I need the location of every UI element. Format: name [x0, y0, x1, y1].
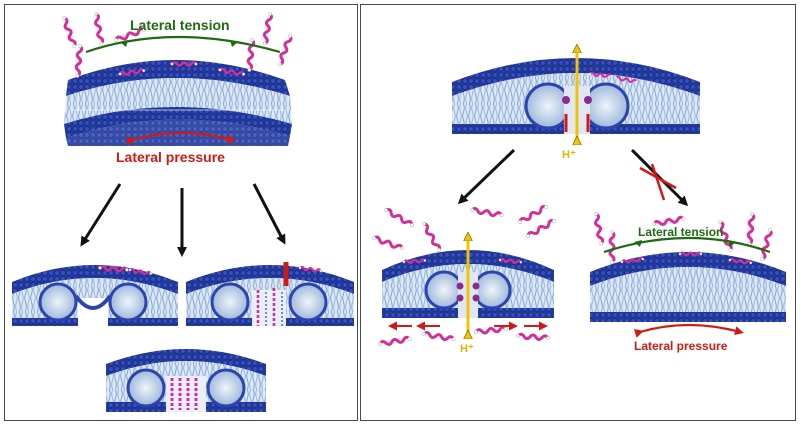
tension-arrowhead — [634, 240, 642, 247]
lateral-pressure-arrow-right — [633, 323, 744, 338]
branch-arrows-left — [80, 183, 286, 257]
membrane-pore-1 — [12, 264, 178, 326]
tension-arrowhead — [728, 240, 736, 247]
lateral-pressure-label-right: Lateral pressure — [634, 339, 728, 353]
proton-label-bottom: H⁺ — [460, 343, 474, 355]
membrane-tension-right — [590, 251, 786, 322]
lateral-tension-label-right: Lateral tension — [638, 225, 723, 239]
blocked-cross — [639, 163, 677, 201]
lateral-tension-arrow-left — [85, 35, 281, 54]
proton-label-top: H⁺ — [562, 149, 576, 161]
arrow-to-peptide-membrane — [457, 148, 516, 205]
lateral-pressure-arrow-left — [125, 131, 236, 146]
lateral-tension-arrow-right — [603, 236, 771, 254]
tension-arrowhead — [120, 40, 128, 47]
membrane-pore-2 — [186, 262, 354, 326]
arrow-to-tension-membrane — [630, 148, 689, 207]
tension-arrowhead — [230, 40, 238, 47]
membrane-pore-3 — [106, 349, 266, 412]
lateral-pressure-label-left: Lateral pressure — [116, 149, 225, 165]
lateral-tension-label-left: Lateral tension — [130, 17, 230, 33]
